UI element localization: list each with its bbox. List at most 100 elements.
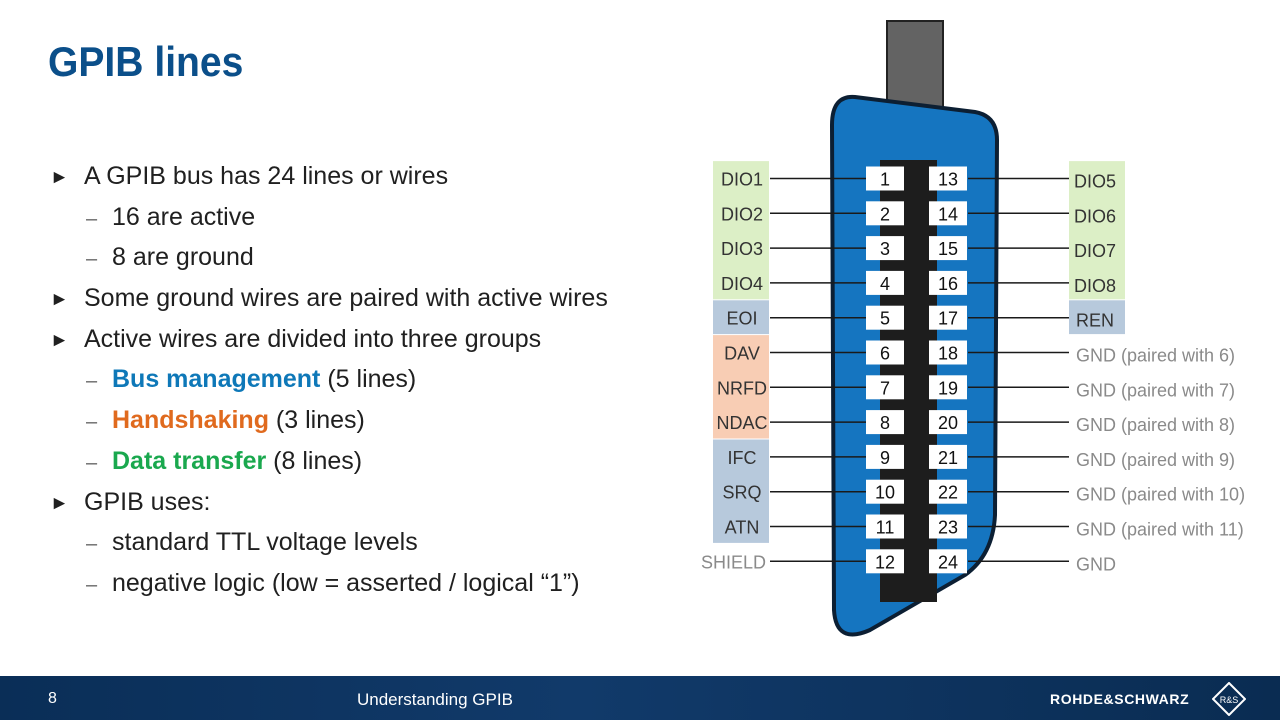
pin-13 <box>929 166 967 191</box>
footer-bar: 8 Understanding GPIB ROHDE&SCHWARZ R&S <box>0 676 1280 720</box>
pin-3 <box>866 236 904 261</box>
bullet-item: –Handshaking (3 lines) <box>50 400 608 441</box>
signal-label: NDAC <box>716 413 767 433</box>
page-title: GPIB lines <box>48 38 244 85</box>
signal-group-data <box>713 161 769 300</box>
bullet-item: –8 are ground <box>50 237 608 278</box>
signal-label: DIO3 <box>721 239 763 259</box>
pin-number: 11 <box>876 518 895 538</box>
bullet-arrow-icon: ► <box>50 167 69 188</box>
signal-label: GND (paired with 11) <box>1076 520 1244 540</box>
signal-label: NRFD <box>717 378 767 398</box>
bullet-text: 8 are ground <box>112 243 254 272</box>
gpib-connector-diagram: 1DIO12DIO23DIO34DIO45EOI6DAV7NRFD8NDAC9I… <box>701 20 1245 637</box>
bullet-item: ► Active wires are divided into three gro… <box>50 319 608 360</box>
pin-number: 19 <box>938 378 958 398</box>
signal-label: DIO5 <box>1074 172 1116 192</box>
pin-8 <box>866 410 904 435</box>
bullet-item: –standard TTL voltage levels <box>50 522 608 563</box>
pin-16 <box>929 270 967 295</box>
pin-20 <box>929 410 967 435</box>
pin-number: 24 <box>938 552 958 572</box>
bullet-text: 16 are active <box>112 202 256 231</box>
bullet-text: Active wires are divided into three grou… <box>84 324 542 353</box>
pin-1 <box>866 166 904 191</box>
pin-18 <box>929 340 967 365</box>
signal-label: REN <box>1076 311 1114 331</box>
signal-label: DIO4 <box>721 274 763 294</box>
signal-label: DIO6 <box>1074 206 1116 226</box>
pin-17 <box>929 305 967 330</box>
bullet-dash-icon: – <box>86 411 98 434</box>
bullet-dash-icon: – <box>86 370 98 393</box>
pin-number: 5 <box>880 309 890 329</box>
signal-label: EOI <box>726 309 757 329</box>
bullet-text: (3 lines) <box>268 406 365 435</box>
signal-label: GND (paired with 6) <box>1076 346 1235 366</box>
brand-name: ROHDE&SCHWARZ <box>1050 691 1190 707</box>
bullet-dash-icon: – <box>86 248 98 271</box>
bullet-highlight: Bus management <box>112 365 321 394</box>
bullet-dash-icon: – <box>86 451 98 474</box>
bullet-text: GPIB uses: <box>84 487 211 516</box>
pin-number: 20 <box>938 413 958 433</box>
pin-7 <box>866 375 904 400</box>
pin-5 <box>866 305 904 330</box>
pin-number: 14 <box>938 204 958 224</box>
bullet-list: ►A GPIB bus has 24 lines or wires–16 are… <box>50 156 608 604</box>
bullet-dash-icon: – <box>86 533 98 556</box>
bullet-highlight: Data transfer <box>112 446 267 475</box>
bullet-text: (8 lines) <box>266 446 363 475</box>
pin-12 <box>866 549 904 574</box>
pin-number: 6 <box>880 344 890 364</box>
pin-15 <box>929 236 967 261</box>
pin-24 <box>929 549 967 574</box>
bullet-arrow-icon: ► <box>50 329 69 351</box>
bullet-item: –Data transfer (8 lines) <box>50 441 608 482</box>
pin-number: 2 <box>880 204 890 224</box>
pin-number: 21 <box>938 448 958 468</box>
pin-number: 3 <box>880 239 890 259</box>
signal-label: SHIELD <box>701 552 766 572</box>
signal-group-bus <box>713 300 769 335</box>
bullet-highlight: Handshaking <box>112 406 269 435</box>
signal-label: DIO7 <box>1074 241 1116 261</box>
signal-label: GND (paired with 8) <box>1076 415 1235 435</box>
rohde-schwarz-logo-icon: R&S <box>1212 682 1246 716</box>
pin-number: 10 <box>875 483 895 503</box>
signal-label: GND (paired with 10) <box>1076 485 1245 505</box>
bullet-text: A GPIB bus has 24 lines or wires <box>84 162 449 190</box>
signal-label: GND (paired with 9) <box>1076 450 1235 470</box>
pin-number: 8 <box>880 413 890 433</box>
signal-label: ATN <box>725 518 760 538</box>
pin-number: 15 <box>938 239 958 259</box>
pin-number: 17 <box>938 309 958 329</box>
bullet-item: –Bus management (5 lines) <box>50 359 608 400</box>
page-number: 8 <box>48 690 57 707</box>
bullet-text: (5 lines) <box>320 365 417 394</box>
bullet-dash-icon: – <box>86 207 98 230</box>
pin-number: 9 <box>880 448 890 468</box>
bullet-dash-icon: – <box>86 573 98 596</box>
pin-6 <box>866 340 904 365</box>
pin-11 <box>866 514 904 539</box>
pin-number: 4 <box>880 274 890 294</box>
signal-group-data <box>1069 161 1125 300</box>
signal-label: IFC <box>728 448 757 468</box>
pin-number: 7 <box>880 378 890 398</box>
pin-number: 1 <box>880 170 890 190</box>
signal-label: DIO1 <box>721 170 763 190</box>
footer-title: Understanding GPIB <box>357 690 513 709</box>
bullet-arrow-icon: ► <box>50 289 69 311</box>
pin-9 <box>866 444 904 469</box>
pin-number: 13 <box>938 170 958 190</box>
pin-10 <box>866 479 904 504</box>
signal-group-bus <box>1069 300 1125 335</box>
pin-number: 16 <box>938 274 958 294</box>
pin-22 <box>929 479 967 504</box>
bullet-text: Some ground wires are paired with active… <box>84 284 608 313</box>
pin-14 <box>929 201 967 226</box>
pin-number: 18 <box>938 344 958 364</box>
pin-23 <box>929 514 967 539</box>
bullet-item: –negative logic (low = asserted / logica… <box>50 563 608 604</box>
